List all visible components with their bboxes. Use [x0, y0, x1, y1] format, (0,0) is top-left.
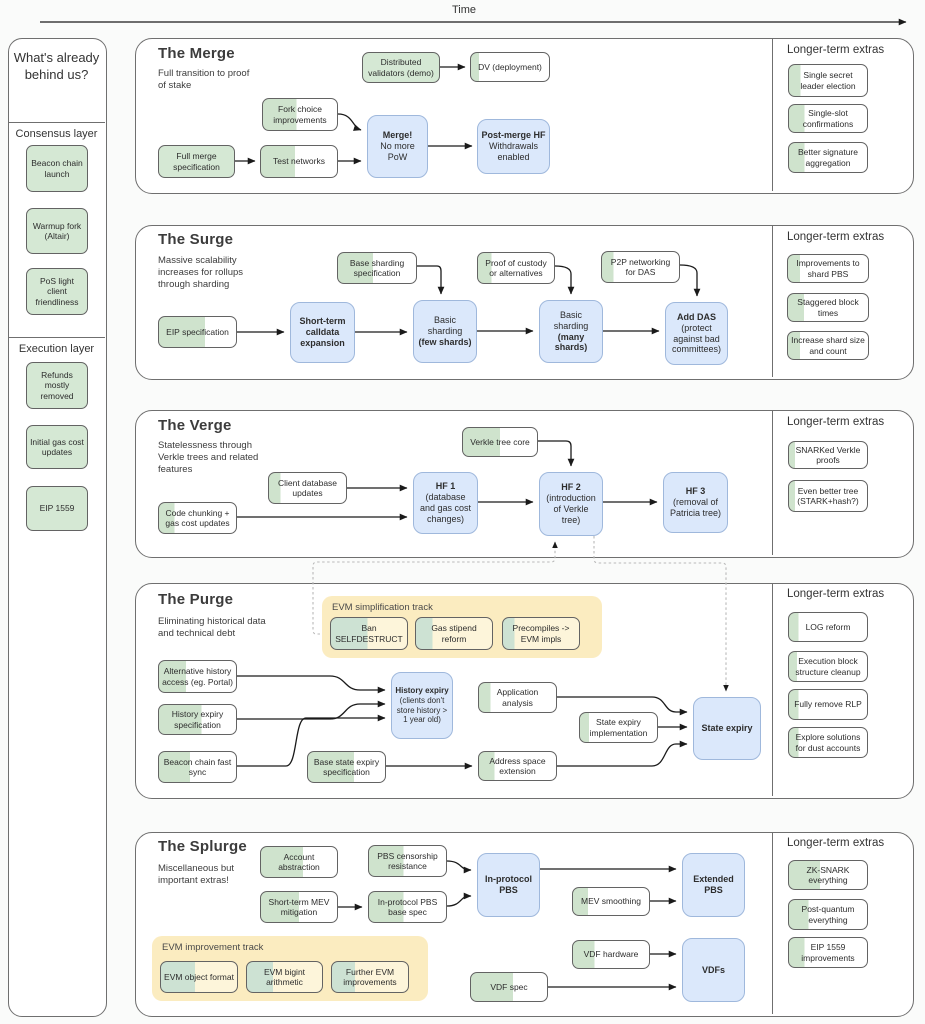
node-basic-sharding-many: Basic sharding (many shards)	[539, 300, 603, 363]
verge-title: The Verge	[158, 417, 232, 434]
node-precompiles-evm-impls: Precompiles -> EVM impls	[502, 617, 580, 650]
node-base-state-expiry-spec: Base state expiry specification	[307, 751, 386, 783]
node-post-merge-hf: Post-merge HF Withdrawals enabled	[477, 119, 550, 174]
node-dv-deployment: DV (deployment)	[470, 52, 550, 82]
splurge-extras-divider	[772, 833, 773, 1014]
node-further-evm-improvements: Further EVM improvements	[331, 961, 409, 993]
node-code-chunking: Code chunking + gas cost updates	[158, 502, 237, 534]
merge-title: The Merge	[158, 45, 235, 62]
sidebar-divider-2	[8, 337, 105, 338]
node-client-database-updates: Client database updates	[268, 472, 347, 504]
node-state-expiry-implementation: State expiry implementation	[579, 712, 658, 743]
splurge-title: The Splurge	[158, 838, 247, 855]
extra-single-slot-confirmations: Single-slot confirmations	[788, 104, 868, 133]
node-hf3: HF 3 (removal of Patricia tree)	[663, 472, 728, 533]
time-axis-label: Time	[452, 4, 477, 16]
node-proof-of-custody: Proof of custody or alternatives	[477, 252, 555, 284]
extra-post-quantum-everything: Post-quantum everything	[788, 899, 868, 930]
node-initial-gas-cost: Initial gas cost updates	[26, 425, 88, 469]
surge-title: The Surge	[158, 231, 234, 248]
node-mev-smoothing: MEV smoothing	[572, 887, 650, 916]
node-short-term-calldata-expansion: Short-term calldata expansion	[290, 302, 355, 363]
node-account-abstraction: Account abstraction	[260, 846, 338, 878]
extra-dust-accounts: Explore solutions for dust accounts	[788, 727, 868, 758]
verge-extras-divider	[772, 411, 773, 555]
extra-increase-shard-size: Increase shard size and count	[787, 331, 869, 360]
extra-fully-remove-rlp: Fully remove RLP	[788, 689, 868, 720]
sidebar-divider-1	[8, 122, 105, 123]
node-short-term-mev-mitigation: Short-term MEV mitigation	[260, 891, 338, 923]
purge-title: The Purge	[158, 591, 234, 608]
evm-simplification-track-label: EVM simplification track	[332, 602, 433, 613]
dotted-link-to-state-expiry	[593, 536, 729, 692]
surge-panel	[135, 225, 914, 380]
node-evm-object-format: EVM object format	[160, 961, 238, 993]
merge-extras-title: Longer-term extras	[787, 44, 885, 56]
node-vdf-spec: VDF spec	[470, 972, 548, 1002]
node-vdf-hardware: VDF hardware	[572, 940, 650, 969]
merge-subtitle: Full transition to proof of stake	[158, 68, 250, 91]
extra-single-secret-leader: Single secret leader election	[788, 64, 868, 97]
sidebar-group-execution-label: Execution layer	[18, 343, 95, 355]
node-warmup-fork-altair: Warmup fork (Altair)	[26, 208, 88, 254]
surge-extras-title: Longer-term extras	[787, 231, 885, 243]
sidebar-title: What's already behind us?	[13, 50, 100, 82]
node-pbs-censorship-resistance: PBS censorship resistance	[368, 845, 447, 877]
node-application-analysis: Application analysis	[478, 682, 557, 713]
node-hf1: HF 1 (database and gas cost changes)	[413, 472, 478, 534]
purge-extras-title: Longer-term extras	[787, 588, 885, 600]
extra-even-better-tree: Even better tree (STARK+hash?)	[788, 480, 868, 512]
extra-execution-block-cleanup: Execution block structure cleanup	[788, 651, 868, 682]
node-vdfs: VDFs	[682, 938, 745, 1002]
node-in-protocol-pbs: In-protocol PBS	[477, 853, 540, 917]
node-beacon-chain-fast-sync: Beacon chain fast sync	[158, 751, 237, 783]
node-verkle-tree-core: Verkle tree core	[462, 427, 538, 457]
extra-eip-1559-improvements: EIP 1559 improvements	[788, 937, 868, 968]
node-merge-milestone: Merge! No more PoW	[367, 115, 428, 178]
node-ban-selfdestruct: Ban SELFDESTRUCT	[330, 617, 408, 650]
node-pos-light-client: PoS light client friendliness	[26, 268, 88, 315]
node-hf2: HF 2 (introduction of Verkle tree)	[539, 472, 603, 536]
node-distributed-validators-demo: Distributed validators (demo)	[362, 52, 440, 83]
splurge-extras-title: Longer-term extras	[787, 837, 885, 849]
node-history-expiry-specification: History expiry specification	[158, 704, 237, 735]
node-full-merge-specification: Full merge specification	[158, 145, 235, 178]
surge-extras-divider	[772, 226, 773, 377]
node-eip-1559: EIP 1559	[26, 486, 88, 531]
node-p2p-networking-das: P2P networking for DAS	[601, 251, 680, 283]
node-alternative-history-access: Alternative history access (eg. Portal)	[158, 660, 237, 693]
node-refunds-removed: Refunds mostly removed	[26, 362, 88, 409]
node-base-sharding-spec: Base sharding specification	[337, 252, 417, 284]
verge-subtitle: Statelessness through Verkle trees and r…	[158, 440, 259, 475]
node-in-protocol-pbs-base-spec: In-protocol PBS base spec	[368, 891, 447, 923]
surge-subtitle: Massive scalability increases for rollup…	[158, 255, 244, 290]
sidebar-group-consensus-label: Consensus layer	[15, 128, 98, 140]
extra-improvements-shard-pbs: Improvements to shard PBS	[787, 254, 869, 283]
node-basic-sharding-few: Basic sharding (few shards)	[413, 300, 477, 363]
node-add-das: Add DAS (protect against bad committees)	[665, 302, 728, 365]
purge-extras-divider	[772, 584, 773, 796]
node-extended-pbs: Extended PBS	[682, 853, 745, 917]
node-test-networks: Test networks	[260, 145, 338, 178]
purge-subtitle: Eliminating historical data and technica…	[158, 616, 266, 639]
node-beacon-chain-launch: Beacon chain launch	[26, 145, 88, 192]
node-fork-choice-improvements: Fork choice improvements	[262, 98, 338, 131]
extra-staggered-block-times: Staggered block times	[787, 293, 869, 322]
node-gas-stipend-reform: Gas stipend reform	[415, 617, 493, 650]
node-evm-bigint-arithmetic: EVM bigint arithmetic	[246, 961, 323, 993]
extra-log-reform: LOG reform	[788, 612, 868, 642]
verge-extras-title: Longer-term extras	[787, 416, 885, 428]
extra-zk-snark-everything: ZK-SNARK everything	[788, 860, 868, 890]
extra-better-signature-aggregation: Better signature aggregation	[788, 142, 868, 173]
node-history-expiry: History expiry (clients don't store hist…	[391, 672, 453, 739]
splurge-subtitle: Miscellaneous but important extras!	[158, 863, 235, 886]
node-address-space-extension: Address space extension	[478, 751, 557, 781]
evm-improvement-track-label: EVM improvement track	[162, 942, 264, 953]
extra-snarked-verkle-proofs: SNARKed Verkle proofs	[788, 441, 868, 469]
dotted-link-to-hf2	[312, 541, 558, 635]
node-eip-specification: EIP specification	[158, 316, 237, 348]
node-state-expiry: State expiry	[693, 697, 761, 760]
merge-extras-divider	[772, 39, 773, 191]
